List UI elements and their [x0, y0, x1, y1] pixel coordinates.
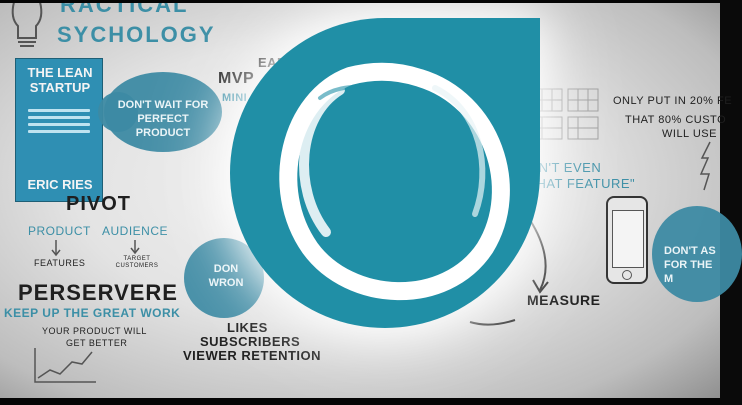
enso-ring-icon [279, 62, 510, 301]
product-better-line1: YOUR PRODUCT WILL [42, 326, 147, 336]
subscribers-label: SUBSCRIBERS [200, 334, 301, 349]
cloud-left-top-text: DON'T WAIT FOR PERFECT PRODUCT [117, 99, 209, 139]
features-label: FEATURES [34, 258, 86, 268]
book-subtitle-lines [28, 109, 90, 149]
cloud-left-mid-line2: WRON [208, 277, 244, 289]
phone-screen [612, 210, 644, 268]
lightbulb-icon [11, 1, 43, 47]
mvp-label: MVP [218, 70, 255, 87]
book-title: THE LEAN STARTUP [20, 65, 100, 95]
measure-label: MEASURE [527, 292, 601, 308]
book-title-line2: STARTUP [29, 80, 91, 95]
smartphone-icon [606, 196, 648, 284]
ring-logo-icon [230, 18, 540, 328]
right-text-2: THAT 80% CUSTO [625, 114, 727, 126]
product-label: PRODUCT [28, 224, 91, 238]
cloud-right-text: DON'T AS FOR THE M [664, 244, 724, 286]
curved-arrow-icon [469, 219, 549, 326]
logo-teardrop [230, 18, 540, 328]
cloud-right-line1: DON'T AS [664, 245, 716, 257]
right-text-3: WILL USE [662, 128, 717, 140]
viewer-retention-label: VIEWER RETENTION [183, 348, 322, 363]
book-author: ERIC RIES [27, 177, 93, 192]
pivot-heading: PIVOT [66, 193, 132, 215]
arrow-down-icons [51, 240, 140, 257]
letterbox-top [0, 0, 720, 3]
mvp-partial: MINI [222, 92, 248, 104]
heading-partial-1: RACTICAL [60, 0, 189, 17]
cloud-shape [652, 206, 742, 302]
keep-up-label: KEEP UP THE GREAT WORK [4, 306, 181, 320]
book-title-line1: THE LEAN [27, 65, 93, 80]
audience-label: AUDIENCE [102, 224, 169, 238]
cloud-left-mid-text: DON WRON [196, 262, 256, 290]
grid-sketch-icon [531, 88, 599, 140]
heading-partial-2: SYCHOLOGY [57, 22, 216, 47]
letterbox-bottom [0, 398, 720, 405]
quote-partial-2: THAT FEATURE" [528, 176, 636, 191]
phone-home-button [622, 270, 632, 280]
cloud-shape [98, 92, 138, 132]
book-cover: THE LEAN STARTUP ERIC RIES [15, 58, 103, 202]
tree-sketch-icon [699, 141, 711, 191]
right-text-1: ONLY PUT IN 20% FE [613, 95, 733, 107]
product-better-line2: GET BETTER [66, 338, 128, 348]
cloud-right-line2: FOR THE M [664, 259, 713, 285]
persevere-heading: PERSERVERE [18, 280, 178, 305]
target-customers-label: TARGET CUSTOMERS [115, 256, 159, 269]
cloud-left-mid-line1: DON [213, 263, 239, 275]
likes-label: LIKES [227, 320, 268, 335]
growth-graph-icon [34, 348, 96, 383]
quote-partial-1: ON'T EVEN [528, 160, 602, 175]
